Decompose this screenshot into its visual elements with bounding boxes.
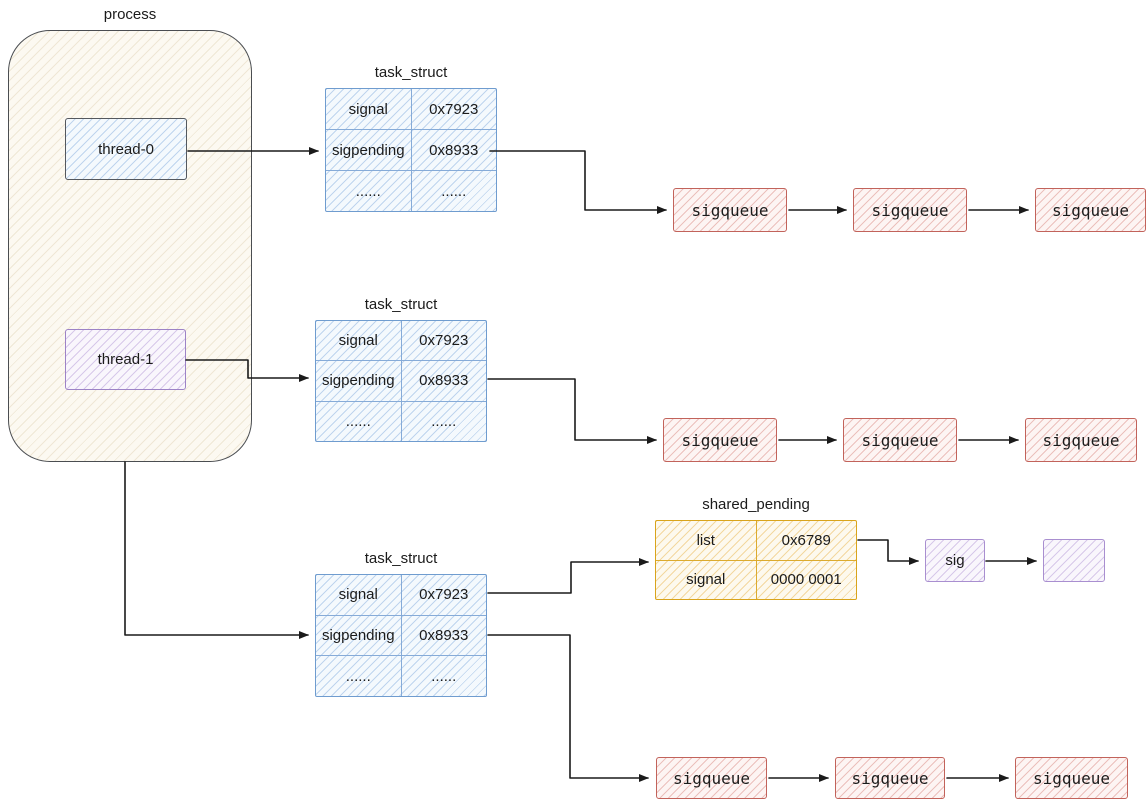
cell-value: 0000 0001 (755, 560, 857, 599)
cell-key: ...... (345, 667, 371, 685)
cell-key: signal (338, 586, 378, 604)
task-struct-2-title: task_struct (364, 296, 438, 313)
cell-key: sigpending (321, 627, 395, 644)
sigqueue-box: sigqueue (673, 188, 787, 232)
task-struct-3-title: task_struct (364, 550, 438, 567)
sigqueue-box: sigqueue (656, 757, 767, 799)
sigqueue-label: sigqueue (691, 200, 769, 220)
cell-value: 0x8933 (410, 130, 497, 170)
process-label: process (103, 6, 157, 23)
sigqueue-label: sigqueue (672, 768, 751, 788)
cell-value: ...... (410, 171, 497, 211)
table-row: list 0x6789 (656, 521, 856, 560)
sigqueue-label: sigqueue (1051, 200, 1130, 220)
thread-1-box: thread-1 (65, 329, 186, 390)
cell-value: ...... (400, 656, 487, 697)
table-row: sigpending 0x8933 (316, 360, 487, 401)
cell-key: ...... (345, 412, 371, 430)
sigqueue-box: sigqueue (835, 757, 945, 799)
arrow-taskstruct3-to-sigqueue (487, 634, 649, 782)
shared-pending-table: list 0x6789 signal 0000 0001 (655, 520, 857, 600)
table-row: signal 0x7923 (316, 575, 486, 615)
arrow-taskstruct3-to-sharedpending (487, 558, 649, 594)
cell-value: 0x7923 (400, 321, 487, 361)
cell-key: list (696, 531, 715, 549)
arrow-taskstruct2-to-sigqueue (487, 378, 657, 444)
cell-key: signal (338, 332, 378, 350)
cell-value: 0x7923 (400, 575, 487, 615)
cell-value: 0x6789 (755, 521, 857, 560)
table-row: sigpending 0x8933 (326, 129, 496, 170)
cell-value: 0x7923 (410, 89, 497, 129)
task-struct-1-table: signal 0x7923 sigpending 0x8933 ...... .… (325, 88, 497, 212)
task-struct-2-table: signal 0x7923 sigpending 0x8933 ...... .… (315, 320, 487, 442)
cell-key: signal (348, 100, 388, 118)
sigqueue-label: sigqueue (851, 768, 929, 788)
task-struct-1-title: task_struct (374, 64, 448, 81)
shared-pending-title: shared_pending (702, 496, 810, 513)
sig-box: sig (925, 539, 985, 582)
cell-key: sigpending (331, 141, 405, 159)
sigqueue-box: sigqueue (843, 418, 957, 462)
sigqueue-box: sigqueue (663, 418, 777, 462)
table-row: ...... ...... (326, 170, 496, 211)
arrow-sharedpending-to-sig (857, 539, 919, 565)
sigqueue-box: sigqueue (1035, 188, 1146, 232)
table-row: signal 0x7923 (316, 321, 487, 361)
thread-1-label: thread-1 (97, 351, 154, 368)
cell-key: sigpending (321, 372, 395, 390)
task-struct-3-table: signal 0x7923 sigpending 0x8933 ...... .… (315, 574, 487, 697)
sigqueue-box: sigqueue (1025, 418, 1137, 462)
sigqueue-label: sigqueue (681, 430, 759, 450)
sigqueue-box: sigqueue (1015, 757, 1128, 799)
sigqueue-label: sigqueue (861, 430, 939, 450)
table-row: sigpending 0x8933 (316, 614, 487, 656)
sigqueue-label: sigqueue (1042, 430, 1120, 450)
cell-key: signal (686, 571, 726, 589)
process-container (8, 30, 252, 462)
cell-value: ...... (400, 401, 487, 441)
arrow-process-to-taskstruct3 (124, 461, 309, 639)
sigqueue-label: sigqueue (1032, 768, 1111, 788)
sig-label: sig (945, 552, 965, 569)
empty-sig-box (1043, 539, 1105, 582)
table-row: signal 0000 0001 (656, 559, 857, 599)
cell-value: 0x8933 (400, 361, 487, 401)
thread-0-label: thread-0 (98, 140, 154, 158)
cell-key: ...... (355, 182, 381, 200)
sigqueue-label: sigqueue (871, 200, 949, 220)
table-row: signal 0x7923 (326, 89, 496, 129)
sigqueue-box: sigqueue (853, 188, 967, 232)
cell-value: 0x8933 (400, 615, 487, 656)
arrow-taskstruct1-to-sigqueue (489, 150, 667, 214)
thread-0-box: thread-0 (65, 118, 187, 180)
table-row: ...... ...... (316, 400, 487, 441)
table-row: ...... ...... (316, 655, 487, 697)
